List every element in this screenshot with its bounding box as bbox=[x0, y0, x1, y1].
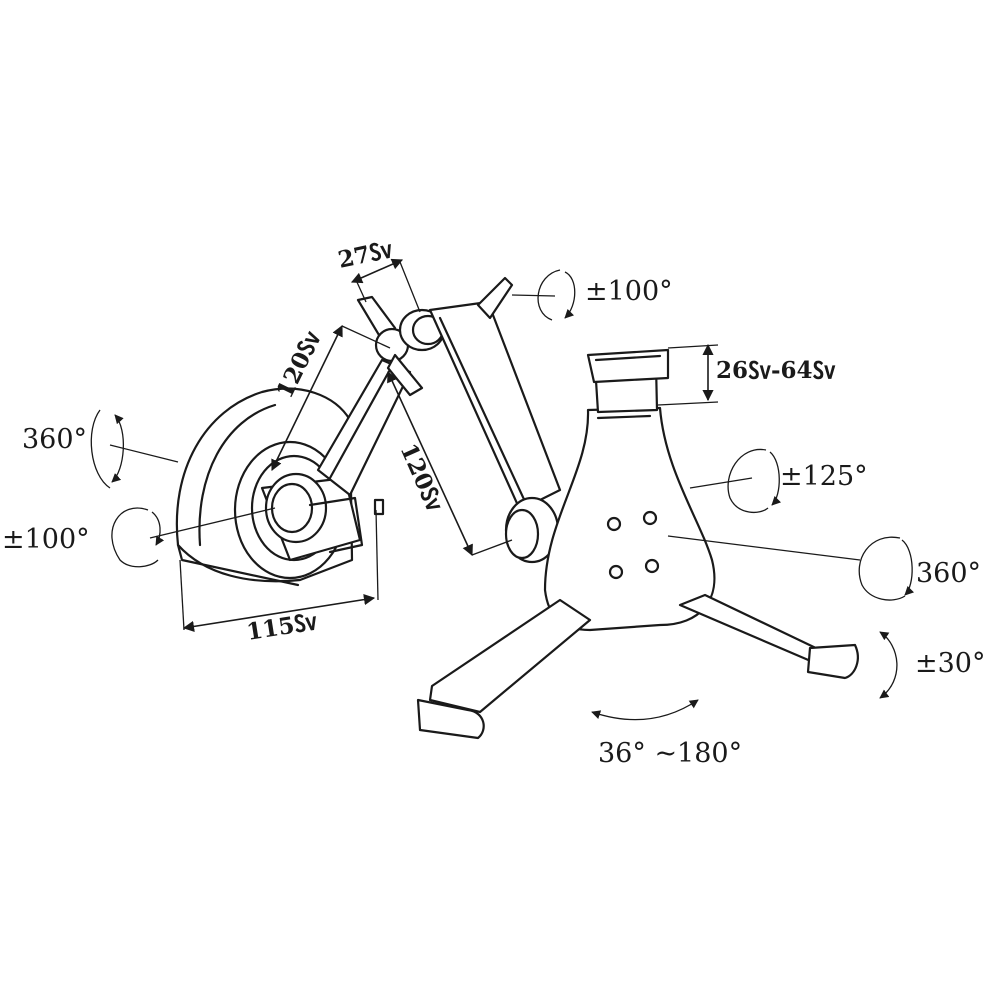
right-leg bbox=[678, 593, 859, 680]
rot-left-100-label: ±100° bbox=[2, 524, 90, 555]
fold-range-indicator bbox=[591, 699, 699, 721]
rot-left-100-indicator bbox=[111, 507, 276, 568]
dim-120-upper-lines bbox=[271, 324, 391, 472]
dim-27-lines bbox=[350, 258, 421, 313]
rot-left-360-indicator bbox=[90, 409, 179, 489]
rot-top-indicator bbox=[511, 269, 576, 321]
dim-27-label: 27㏜ bbox=[336, 236, 395, 274]
left-leg bbox=[416, 598, 592, 740]
rot-top-label: ±100° bbox=[585, 276, 673, 307]
dim-120-lower-lines bbox=[387, 370, 513, 557]
rot-right-360-label: 360° bbox=[916, 558, 981, 589]
tablet-holder-plate bbox=[543, 406, 716, 632]
dim-clamp-lines bbox=[657, 343, 719, 406]
fold-range-label: 36° ~180° bbox=[598, 738, 742, 769]
dim-115-lines bbox=[179, 509, 379, 632]
rot-right-360-indicator bbox=[667, 535, 915, 601]
tablet-joint-knob bbox=[504, 496, 560, 564]
rot-30-label: ±30° bbox=[915, 648, 985, 679]
upper-arm bbox=[428, 276, 562, 512]
rot-30-indicator bbox=[879, 631, 898, 699]
top-clamp bbox=[586, 348, 670, 414]
dim-120-upper-label: 120㏜ bbox=[271, 327, 326, 403]
rot-left-360-label: 360° bbox=[22, 424, 87, 455]
dim-115-label: 115㏜ bbox=[245, 608, 319, 646]
rot-125-label: ±125° bbox=[780, 461, 868, 492]
dim-120-lower-label: 120㏜ bbox=[395, 439, 449, 515]
dim-clamp-label: 26㏜-64㏜ bbox=[716, 357, 836, 384]
base-rotating-hub bbox=[233, 440, 385, 580]
rot-125-indicator bbox=[689, 448, 782, 514]
